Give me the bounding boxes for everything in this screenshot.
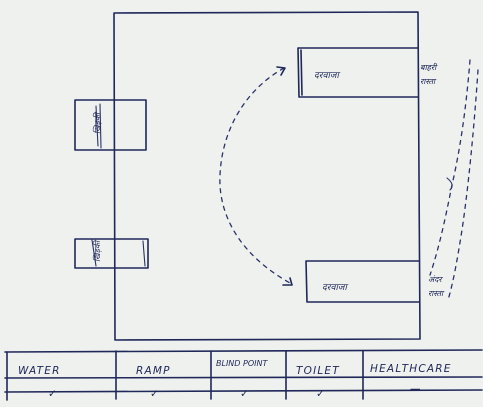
table-bottom-line xyxy=(4,389,483,393)
facilities-table: WATER RAMP BLIND POINT TOILET HEALTHCARE… xyxy=(4,349,483,401)
external-path-bottom: अंदर रास्ता xyxy=(428,275,445,298)
arrow-head-top xyxy=(276,66,286,76)
exterior-dashed-path-2 xyxy=(447,69,479,301)
door-top-label: दरवाजा xyxy=(314,71,340,81)
path-bottom-label-1: अंदर xyxy=(428,275,443,284)
value-blind-point: ✓ xyxy=(240,388,250,400)
movement-arc xyxy=(219,66,293,286)
header-water: WATER xyxy=(18,365,61,377)
path-bottom-label-2: रास्ता xyxy=(428,289,445,298)
path-squiggle xyxy=(446,177,453,191)
value-water: ✓ xyxy=(48,388,58,400)
room-outline xyxy=(113,11,421,341)
door-bottom-label: दरवाजा xyxy=(322,283,348,293)
path-top-label-1: बाहरी xyxy=(420,62,438,72)
header-toilet: TOILET xyxy=(296,365,340,377)
table-top-line xyxy=(4,349,483,353)
value-healthcare: — xyxy=(410,383,422,395)
window-left-bottom: खिड़की xyxy=(74,238,149,269)
value-toilet: ✓ xyxy=(316,388,326,400)
header-ramp: RAMP xyxy=(136,365,171,377)
value-ramp: ✓ xyxy=(150,388,160,400)
window-left-top-label: खिड़की xyxy=(92,111,102,134)
table-mid-line xyxy=(4,376,483,379)
door-bottom: दरवाजा xyxy=(305,260,420,303)
arrow-head-bottom xyxy=(282,277,293,286)
path-top-label-2: रास्ता xyxy=(420,77,437,86)
door-top: दरवाजा xyxy=(297,47,419,98)
external-path-top: बाहरी रास्ता xyxy=(420,62,438,86)
window-left-bottom-label: खिड़की xyxy=(92,239,102,262)
header-blind-point: BLIND POINT xyxy=(216,359,268,368)
header-healthcare: HEALTHCARE xyxy=(370,363,452,375)
window-left-top: खिड़की xyxy=(74,99,147,151)
